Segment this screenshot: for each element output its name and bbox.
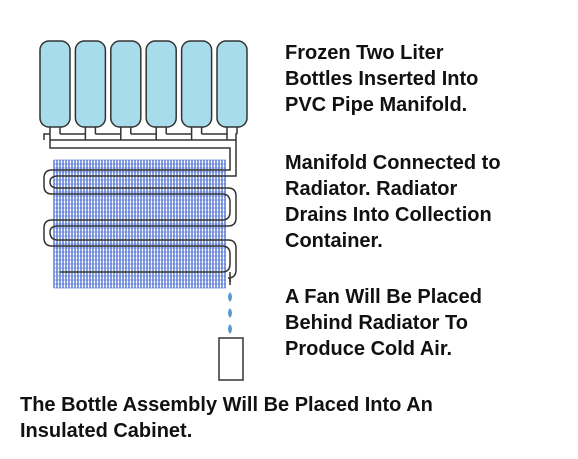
water-drop: [228, 292, 232, 302]
frozen-bottles-label: Frozen Two Liter Bottles Inserted Into P…: [285, 42, 479, 116]
cabinet-label: The Bottle Assembly Will Be Placed Into …: [20, 394, 433, 442]
bottle: [216, 40, 248, 128]
bottle: [145, 40, 177, 128]
radiator-fins: [53, 159, 226, 289]
fan-label: A Fan Will Be Placed Behind Radiator To …: [285, 286, 482, 360]
bottle-group: [39, 40, 248, 128]
manifold-label: Manifold Connected to Radiator. Radiator…: [285, 152, 501, 252]
collection-container: [218, 337, 244, 381]
pvc-manifold: [43, 127, 238, 150]
bottle: [110, 40, 142, 128]
manifold-pipe: [43, 127, 238, 150]
bottle: [39, 40, 71, 128]
radiator-tube-inner: [49, 150, 237, 282]
bottle: [74, 40, 107, 128]
water-drop: [228, 324, 232, 334]
water-drop: [228, 308, 232, 318]
bottle: [180, 40, 213, 128]
water-drips: [228, 292, 232, 334]
fin-hatch: [54, 159, 226, 289]
radiator-tube: [43, 150, 231, 273]
